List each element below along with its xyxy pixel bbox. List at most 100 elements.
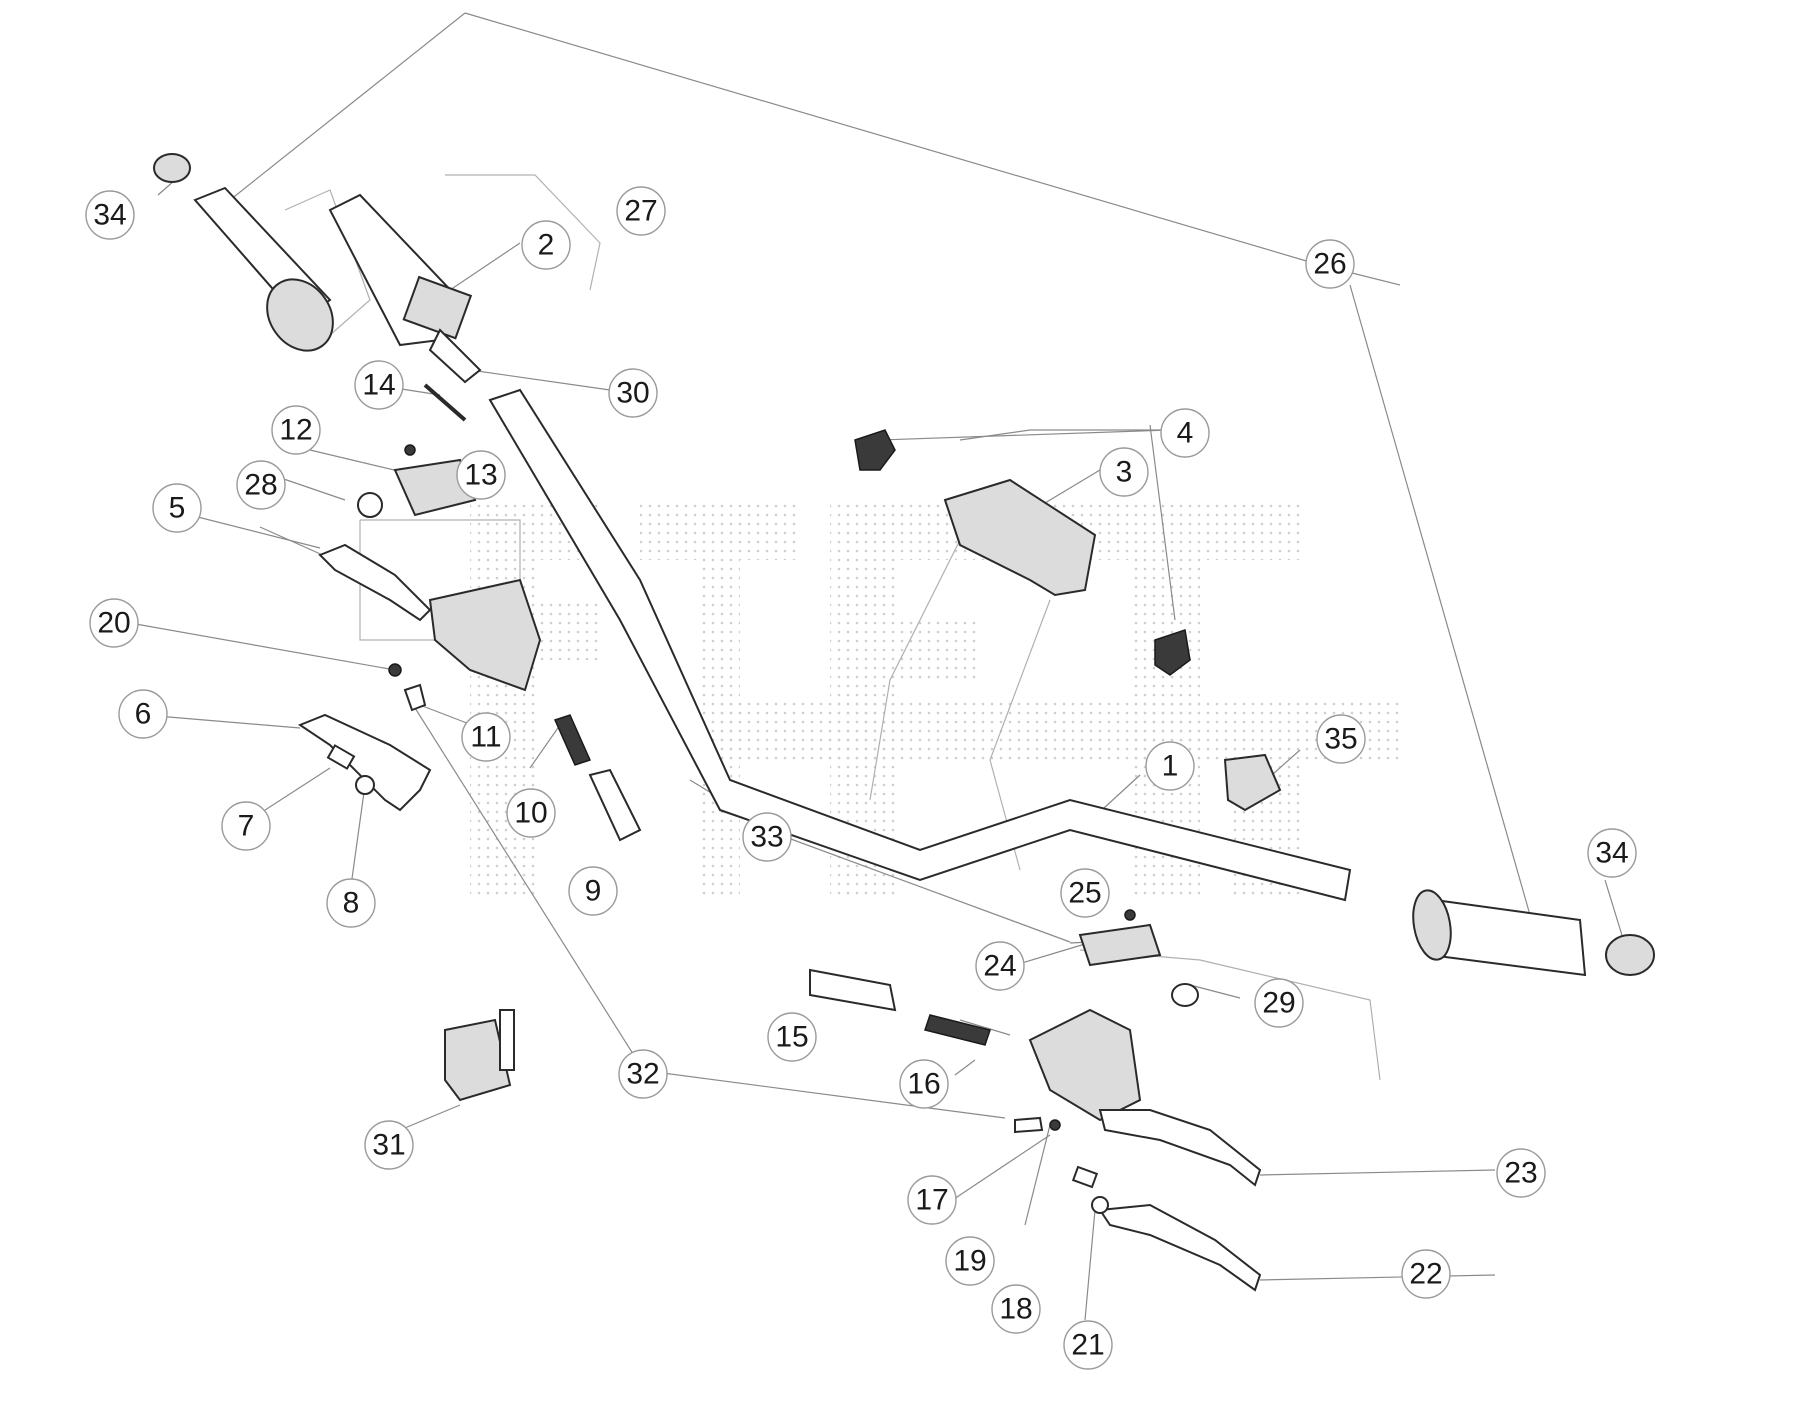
cable-tie-lower: [1154, 629, 1191, 676]
clutch-lever: [318, 543, 432, 622]
pivot-bolt-17: [1014, 1116, 1044, 1134]
callout-14: 14: [354, 360, 404, 410]
lever-pivot-bolt: [326, 744, 356, 770]
svg-text:27: 27: [624, 195, 657, 228]
callout-30: 30: [608, 368, 658, 418]
svg-text:29: 29: [1262, 987, 1295, 1020]
svg-text:22: 22: [1409, 1258, 1442, 1291]
hot-start-lever: [297, 713, 432, 812]
bolt-11: [403, 683, 427, 712]
svg-text:17: 17: [915, 1184, 948, 1217]
callout-21: 21: [1063, 1320, 1113, 1370]
svg-text:34: 34: [1595, 837, 1628, 870]
push-rod-spring: [553, 714, 592, 766]
callout-24: 24: [975, 941, 1025, 991]
callout-33: 33: [742, 812, 792, 862]
svg-text:7: 7: [238, 810, 255, 843]
throttle-bolt: [423, 383, 467, 422]
svg-text:34: 34: [93, 199, 126, 232]
callout-16: 16: [899, 1059, 949, 1109]
washer-21: [1091, 1196, 1109, 1214]
clutch-cap-screw: [404, 444, 416, 456]
callout-18: 18: [991, 1284, 1041, 1334]
handlebar: [488, 388, 1352, 902]
lever-washer: [355, 775, 375, 795]
brake-push-sleeve: [809, 968, 897, 1012]
callouts: 1 2 3 4 5 6 7 8 9 10 11 12 13 14 15 16 1…: [85, 186, 1637, 1370]
svg-text:2: 2: [538, 229, 555, 262]
svg-text:12: 12: [279, 414, 312, 447]
callout-35: 35: [1316, 714, 1366, 764]
svg-text:21: 21: [1071, 1329, 1104, 1362]
throttle-grip: [328, 193, 482, 384]
callout-29: 29: [1254, 978, 1304, 1028]
bar-end-cap-left: [153, 153, 191, 183]
callout-23: 23: [1496, 1148, 1546, 1198]
callout-4: 4: [1160, 408, 1210, 458]
svg-text:35: 35: [1324, 723, 1357, 756]
callout-10: 10: [506, 788, 556, 838]
bar-end-cap-right: [1605, 934, 1655, 976]
brake-lever: [1098, 1109, 1262, 1187]
svg-text:4: 4: [1177, 417, 1194, 450]
svg-text:30: 30: [616, 377, 649, 410]
callout-9: 9: [568, 866, 618, 916]
callout-34-right: 34: [1587, 828, 1637, 878]
svg-text:28: 28: [244, 469, 277, 502]
callout-1: 1: [1145, 741, 1195, 791]
svg-text:8: 8: [343, 887, 360, 920]
svg-text:1: 1: [1162, 750, 1179, 783]
cap-screw-25: [1124, 909, 1136, 921]
callout-11: 11: [461, 712, 511, 762]
callout-3: 3: [1099, 447, 1149, 497]
clutch-master-cylinder: [428, 578, 542, 692]
clutch-grommet: [357, 492, 383, 518]
svg-text:26: 26: [1313, 248, 1346, 281]
callout-13: 13: [456, 450, 506, 500]
svg-text:23: 23: [1504, 1157, 1537, 1190]
callout-19: 19: [945, 1236, 995, 1286]
push-rod-sleeve: [588, 768, 642, 842]
svg-text:11: 11: [470, 721, 501, 754]
svg-text:5: 5: [169, 492, 186, 525]
bar-clamp: [943, 478, 1097, 597]
callout-7: 7: [221, 801, 271, 851]
brake-reservoir-cap: [1078, 923, 1162, 967]
svg-text:6: 6: [135, 698, 152, 731]
reservoir-grommet: [1171, 983, 1199, 1007]
callout-22: 22: [1401, 1249, 1451, 1299]
svg-text:18: 18: [999, 1293, 1032, 1326]
callout-26: 26: [1305, 239, 1355, 289]
pivot-bolt-18: [1071, 1165, 1099, 1189]
callout-20: 20: [89, 598, 139, 648]
nut-19: [1049, 1119, 1061, 1131]
callout-8: 8: [326, 878, 376, 928]
svg-text:13: 13: [464, 459, 497, 492]
callout-6: 6: [118, 689, 168, 739]
brake-push-spring: [924, 1014, 991, 1046]
parts: [153, 153, 1655, 1292]
svg-text:3: 3: [1116, 456, 1133, 489]
svg-text:24: 24: [983, 950, 1016, 983]
left-grip: [193, 186, 334, 352]
callout-2: 2: [521, 220, 571, 270]
svg-text:10: 10: [514, 797, 547, 830]
svg-text:9: 9: [585, 875, 602, 908]
clutch-reservoir-cap: [393, 458, 477, 517]
svg-text:15: 15: [775, 1021, 808, 1054]
callout-25: 25: [1060, 868, 1110, 918]
handlebar-switch: [444, 1009, 515, 1102]
svg-text:19: 19: [953, 1245, 986, 1278]
svg-text:16: 16: [907, 1068, 940, 1101]
callout-34-left: 34: [85, 190, 135, 240]
callout-12: 12: [271, 405, 321, 455]
callout-31: 31: [364, 1120, 414, 1170]
callout-27: 27: [616, 186, 666, 236]
callout-32: 32: [618, 1049, 668, 1099]
svg-text:20: 20: [97, 607, 130, 640]
svg-text:31: 31: [372, 1129, 405, 1162]
small-nut-20: [388, 663, 402, 677]
svg-text:25: 25: [1068, 877, 1101, 910]
callout-5: 5: [152, 483, 202, 533]
